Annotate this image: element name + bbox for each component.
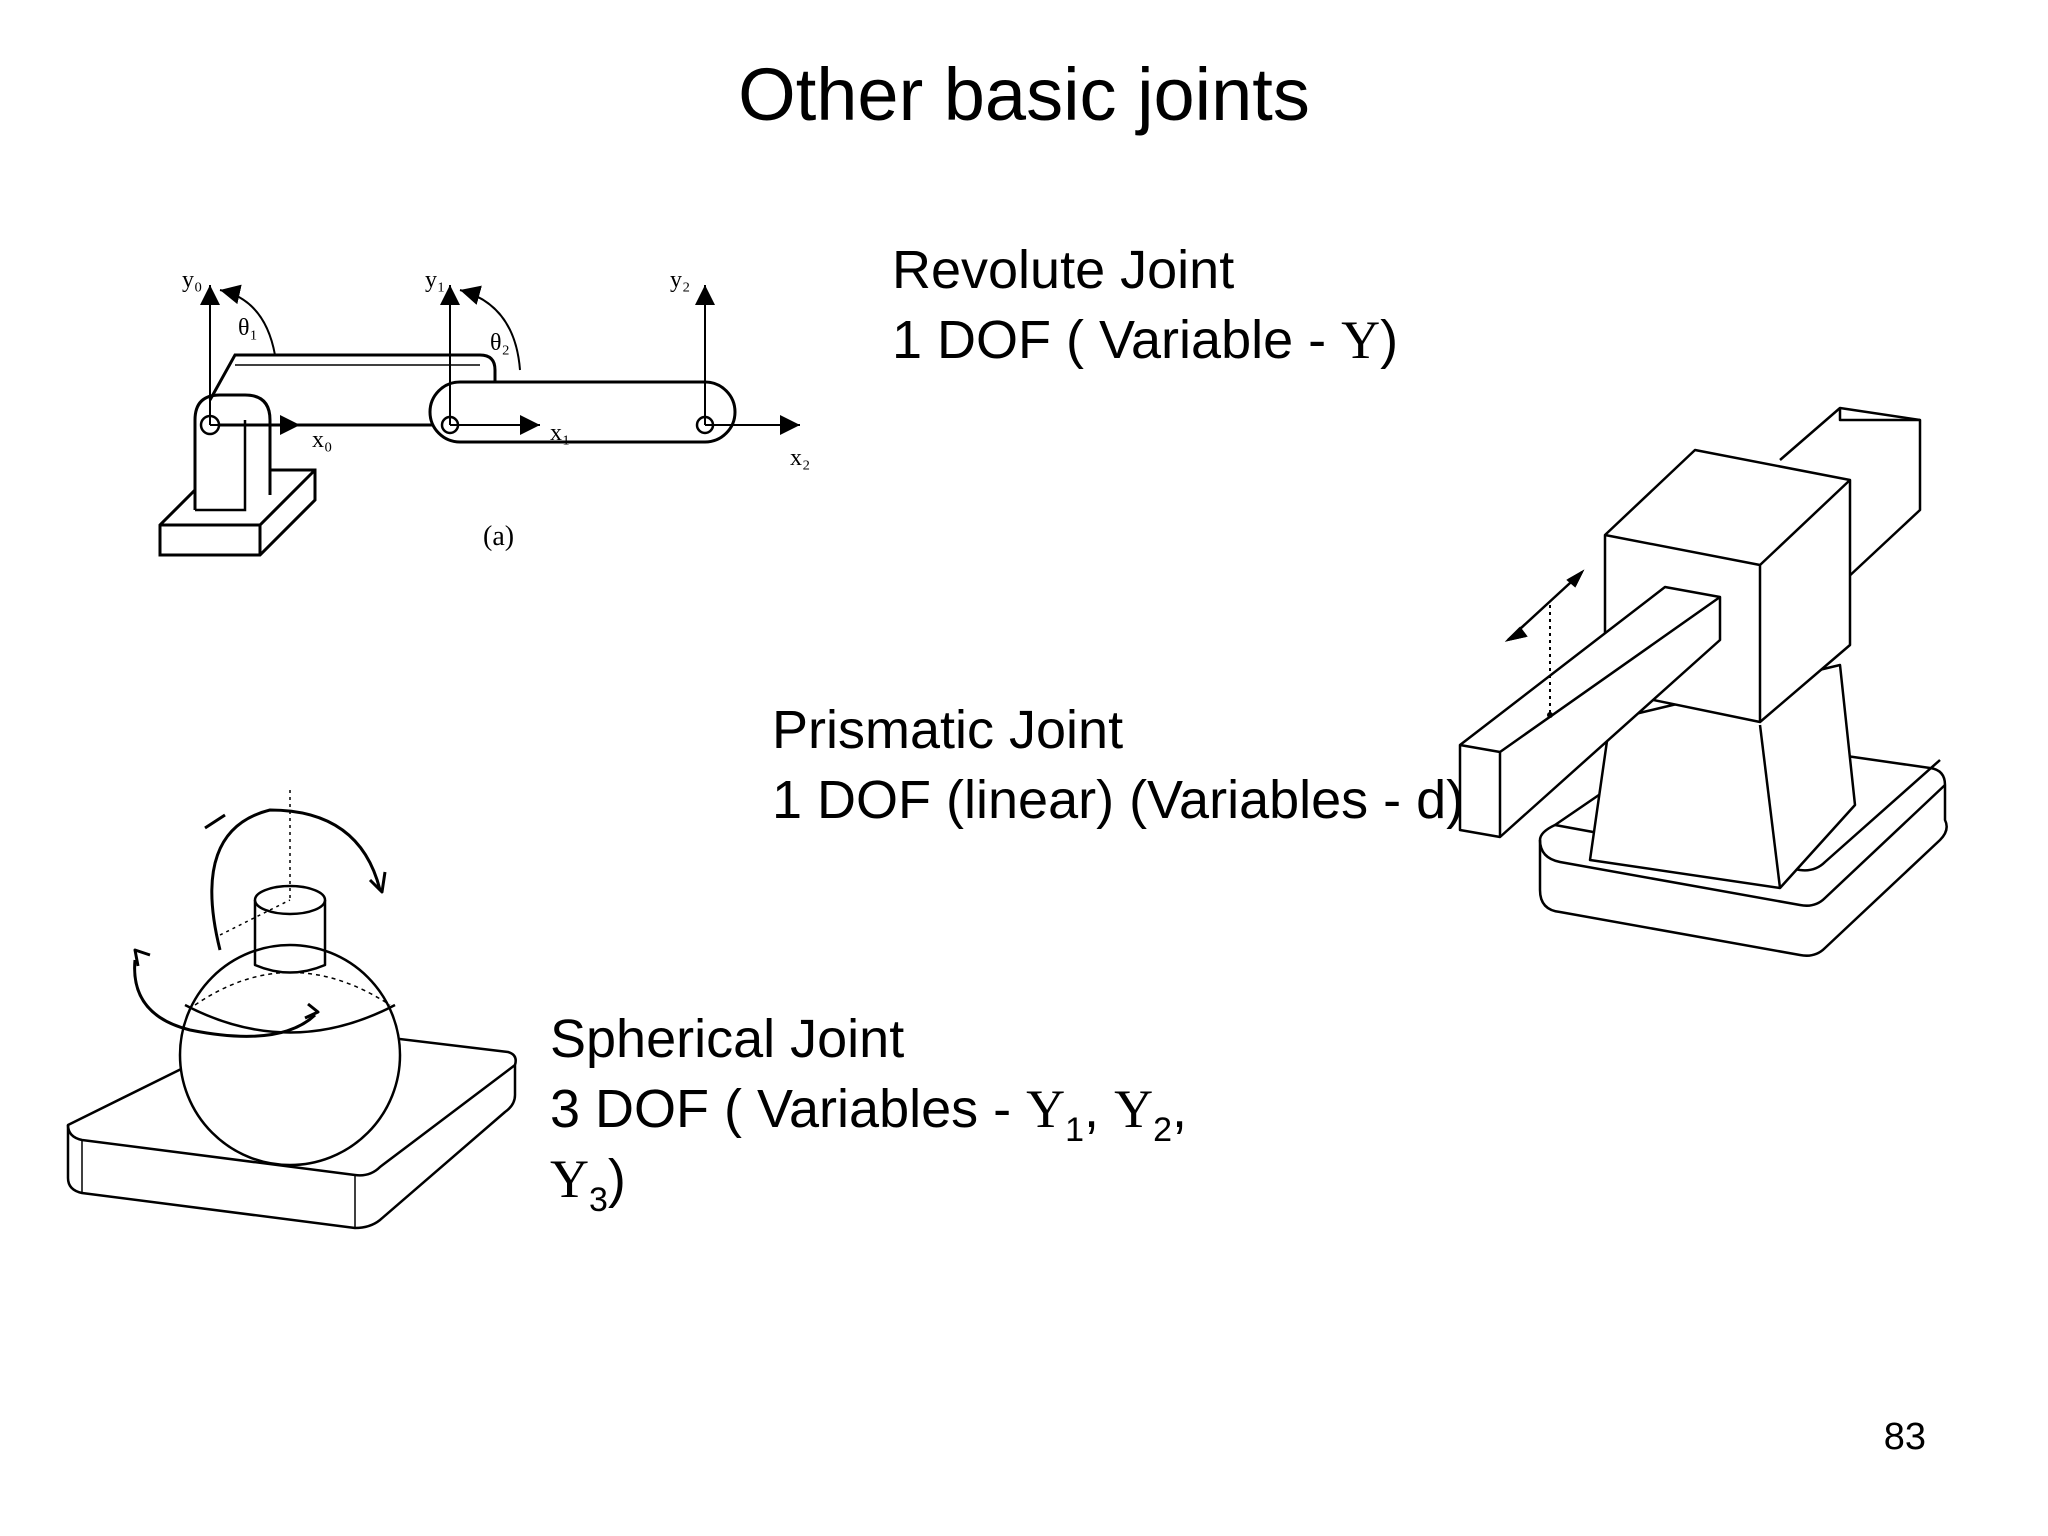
label-x2: x₂ [790, 445, 810, 471]
revolute-joint-figure: y₀ y₁ y₂ θ₁ θ₂ x₀ x₁ x₂ (a) [158, 267, 810, 557]
figure-caption: (a) [483, 521, 514, 552]
revolute-dof-prefix: 1 DOF ( Variable - [892, 310, 1342, 370]
spherical-joint-name: Spherical Joint [550, 1009, 905, 1069]
revolute-variable-symbol: Y [1341, 310, 1381, 370]
label-y0: y₀ [182, 267, 202, 293]
label-y1: y₁ [425, 267, 445, 293]
prismatic-joint-name: Prismatic Joint [772, 700, 1124, 760]
spherical-dof-suffix: ) [607, 1149, 626, 1209]
page-number: 83 [1883, 1416, 1926, 1458]
spherical-variable-1-subscript: 1 [1065, 1111, 1085, 1149]
spherical-joint-dof-cont: Y3) [550, 1144, 1187, 1217]
spherical-joint-dof: 3 DOF ( Variables - Y1, Y2, [550, 1074, 1187, 1147]
revolute-joint-name: Revolute Joint [892, 240, 1235, 300]
label-x0: x₀ [312, 427, 332, 453]
slide-title: Other basic joints [738, 53, 1310, 136]
prismatic-joint-dof: 1 DOF (linear) (Variables - d) [772, 770, 1465, 830]
revolute-joint-text: Revolute Joint 1 DOF ( Variable - Y) [892, 235, 1398, 375]
revolute-dof-suffix: ) [1380, 310, 1399, 370]
revolute-joint-dof: 1 DOF ( Variable - Y) [892, 305, 1398, 375]
label-x1: x₁ [550, 420, 570, 446]
label-theta1: θ₁ [238, 315, 258, 341]
spherical-variable-3-symbol: Y [550, 1149, 589, 1209]
spherical-separator-1: , [1084, 1079, 1115, 1139]
label-theta2: θ₂ [490, 330, 510, 356]
spherical-variable-1-symbol: Y [1026, 1079, 1066, 1139]
prismatic-joint-text: Prismatic Joint 1 DOF (linear) (Variable… [772, 695, 1464, 835]
spherical-variable-3-subscript: 3 [589, 1181, 608, 1219]
label-y2: y₂ [670, 267, 690, 293]
prismatic-joint-figure [1458, 406, 1948, 957]
spherical-joint-figure [66, 790, 517, 1230]
spherical-dof-prefix: 3 DOF ( Variables - [550, 1079, 1027, 1139]
spherical-variable-2-symbol: Y [1114, 1079, 1154, 1139]
spherical-joint-text: Spherical Joint 3 DOF ( Variables - Y1, … [550, 1004, 1187, 1217]
spherical-variable-2-subscript: 2 [1153, 1111, 1172, 1149]
spherical-separator-2: , [1171, 1079, 1187, 1139]
